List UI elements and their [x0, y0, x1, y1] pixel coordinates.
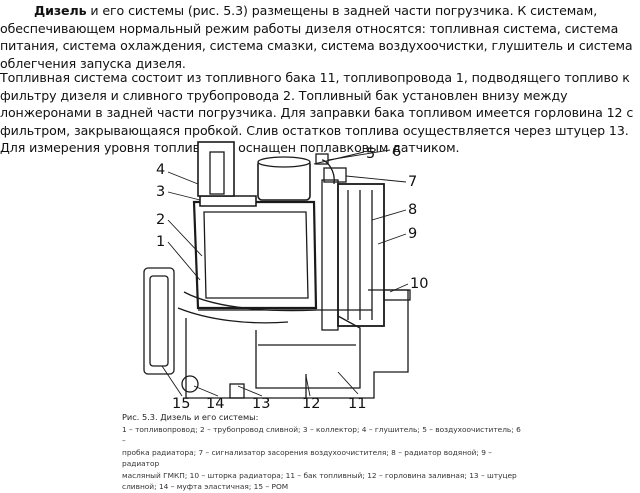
callout-1: 1	[156, 234, 165, 250]
callout-3: 3	[156, 184, 165, 200]
callout-7: 7	[408, 174, 417, 190]
callout-6: 6	[392, 144, 401, 160]
engine-inner	[203, 211, 309, 299]
leader-lines	[161, 149, 409, 397]
caption-title: Рис. 5.3. Дизель и его системы:	[122, 412, 259, 422]
muffler-pipe	[209, 151, 225, 195]
callout-11: 11	[348, 396, 366, 410]
leader-9	[377, 233, 407, 245]
bold-term-diesel: Дизель	[34, 3, 87, 18]
paragraph-intro: Дизель и его системы (рис. 5.3) размещен…	[0, 2, 640, 72]
oil-radiator	[321, 179, 339, 331]
fuel-line-1	[177, 307, 289, 324]
callout-13: 13	[252, 396, 270, 410]
drain-fitting	[229, 383, 245, 399]
leader-11	[337, 371, 359, 395]
radiator-cap	[315, 153, 329, 165]
pom-housing	[143, 267, 175, 375]
callout-9: 9	[408, 226, 417, 242]
elastic-coupling	[181, 375, 199, 393]
leader-15	[161, 365, 183, 397]
engine-block	[192, 200, 318, 310]
leader-2	[167, 219, 203, 257]
leader-8	[371, 209, 407, 221]
callout-12: 12	[302, 396, 320, 410]
leader-7	[345, 175, 407, 183]
diagram-linework	[143, 141, 411, 399]
leader-1	[167, 241, 201, 281]
callout-8: 8	[408, 202, 417, 218]
radiator-shutter	[383, 289, 411, 301]
chassis-outline	[185, 289, 409, 399]
paragraph-intro-text: и его системы (рис. 5.3) размещены в зад…	[0, 3, 633, 71]
leader-10	[389, 283, 409, 293]
radiator	[337, 183, 385, 327]
muffler	[197, 141, 235, 197]
callout-2: 2	[156, 212, 165, 228]
leader-3	[167, 191, 201, 201]
collector	[199, 195, 257, 207]
fuel-tank	[255, 315, 361, 389]
figure-caption: Рис. 5.3. Дизель и его системы: 1 – топл…	[122, 412, 522, 493]
caption-line-1: 1 – топливопровод; 2 – трубопровод сливн…	[122, 424, 521, 446]
diesel-diagram: 4 3 2 1 5 6 7 8 9 10 11 12 13 14 15	[138, 140, 440, 410]
callout-4: 4	[156, 162, 165, 178]
diesel-diagram-drawing: 4 3 2 1 5 6 7 8 9 10 11 12 13 14 15	[143, 141, 428, 410]
leader-12	[305, 375, 311, 397]
leader-13	[237, 385, 263, 397]
leader-14	[193, 385, 219, 397]
callout-14: 14	[206, 396, 224, 410]
caption-line-4: сливной; 14 – муфта эластичная; 15 – РОМ	[122, 482, 289, 491]
callout-15: 15	[172, 396, 190, 410]
drain-line-2	[183, 291, 317, 312]
caption-line-3: масляный ГМКП; 10 – шторка радиатора; 11…	[122, 470, 517, 480]
paragraph-fuel-system: Топливная система состоит из топливного …	[0, 70, 634, 156]
caption-line-2: пробка радиатора; 7 – сигнализатор засор…	[122, 447, 492, 469]
pom-inner	[149, 275, 169, 367]
leader-4	[167, 171, 199, 185]
air-cleaner-cap	[257, 156, 311, 168]
callout-5: 5	[366, 146, 375, 162]
radiator-hose	[321, 159, 335, 185]
clog-indicator	[323, 167, 347, 183]
callout-10: 10	[410, 276, 428, 292]
leader-6	[327, 149, 391, 161]
